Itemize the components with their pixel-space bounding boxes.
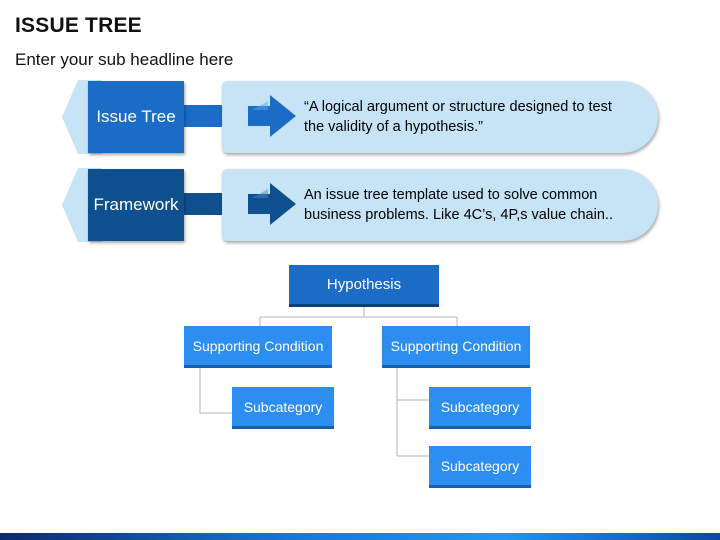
supporting-condition-node: Supporting Condition <box>382 326 530 368</box>
definition-row-framework: An issue tree template used to solve com… <box>0 168 720 244</box>
row-connector <box>184 105 224 127</box>
definition-row-issue-tree: “A logical argument or structure designe… <box>0 80 720 156</box>
description-pill: An issue tree template used to solve com… <box>222 169 658 241</box>
hypothesis-node: Hypothesis <box>289 265 439 307</box>
description-text: An issue tree template used to solve com… <box>304 185 644 225</box>
page-title: ISSUE TREE <box>15 14 142 37</box>
description-line: An issue tree template used to solve com… <box>304 187 598 203</box>
subcategory-node: Subcategory <box>429 446 531 488</box>
description-line: “A logical argument or structure designe… <box>304 99 612 115</box>
right-arrow-icon <box>248 95 296 137</box>
page-subtitle: Enter your sub headline here <box>15 50 234 69</box>
row-connector <box>184 193 224 215</box>
description-line: business problems. Like 4C’s, 4P,s value… <box>304 207 613 223</box>
row-label-box: Framework <box>88 169 184 241</box>
description-pill: “A logical argument or structure designe… <box>222 81 658 153</box>
subcategory-node: Subcategory <box>429 387 531 429</box>
footer-gradient-bar <box>0 533 720 540</box>
right-arrow-icon <box>248 183 296 225</box>
row-label-box: Issue Tree <box>88 81 184 153</box>
description-line: the validity of a hypothesis.” <box>304 119 483 135</box>
subcategory-node: Subcategory <box>232 387 334 429</box>
description-text: “A logical argument or structure designe… <box>304 97 644 137</box>
supporting-condition-node: Supporting Condition <box>184 326 332 368</box>
